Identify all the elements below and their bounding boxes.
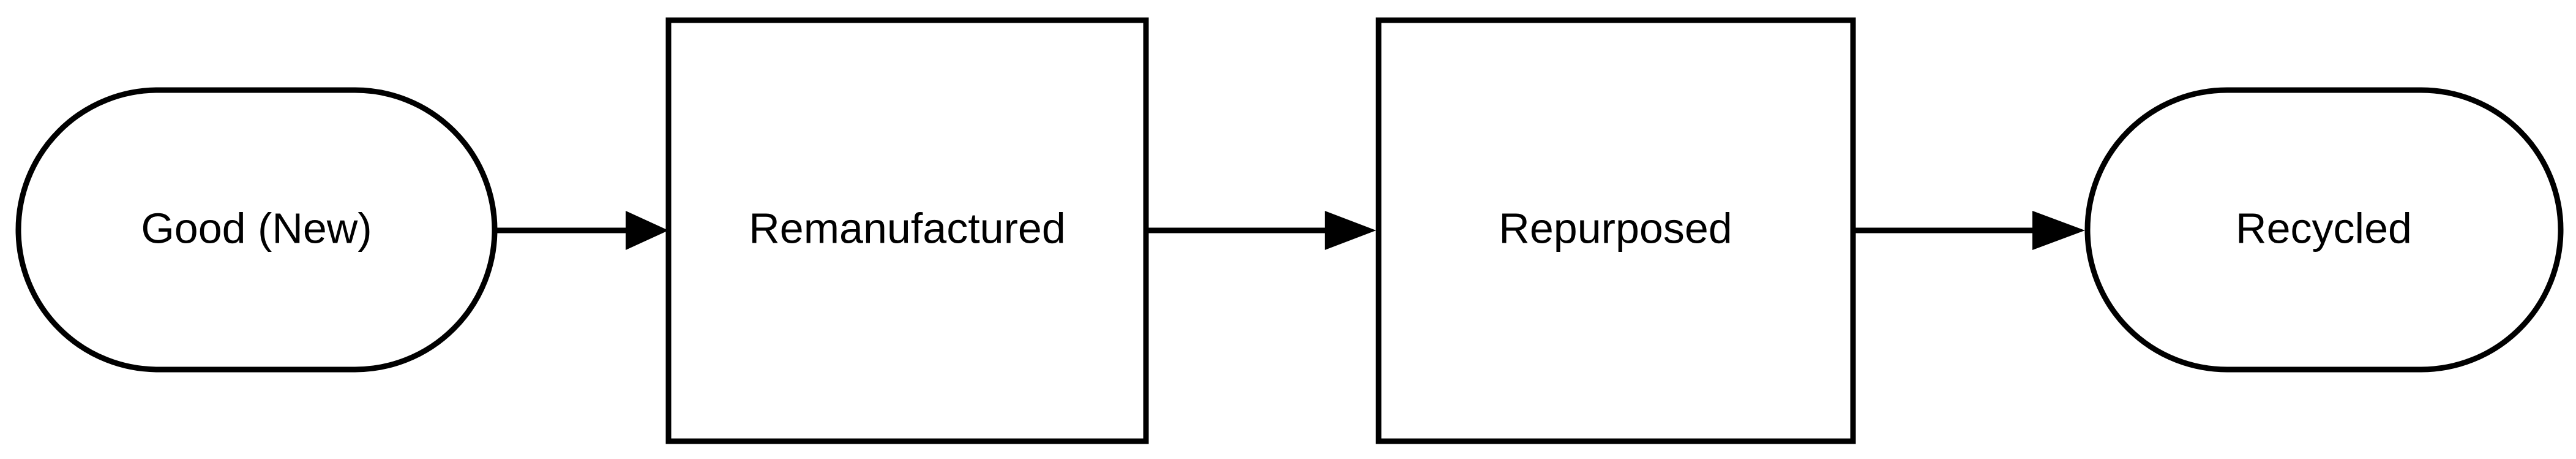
node-good-new-label: Good (New) bbox=[141, 204, 372, 252]
node-repurposed[interactable]: Repurposed bbox=[1376, 17, 1856, 444]
edge-remanufactured-to-repurposed bbox=[1146, 211, 1376, 250]
node-recycled-shape[interactable] bbox=[2084, 87, 2564, 373]
edge-repurposed-to-recycled bbox=[1853, 211, 2085, 250]
node-repurposed-label: Repurposed bbox=[1499, 204, 1732, 252]
arrowhead-icon-3 bbox=[2032, 211, 2085, 250]
node-remanufactured-label: Remanufactured bbox=[749, 204, 1066, 252]
arrowhead-icon-2 bbox=[1325, 211, 1376, 250]
node-remanufactured[interactable]: Remanufactured bbox=[665, 17, 1149, 444]
node-good-new-shape[interactable] bbox=[15, 87, 498, 373]
node-recycled-label: Recycled bbox=[2236, 204, 2412, 252]
node-remanufactured-shape[interactable] bbox=[665, 17, 1149, 444]
edge-good-to-remanufactured bbox=[495, 211, 668, 250]
node-recycled[interactable]: Recycled bbox=[2084, 87, 2564, 373]
node-repurposed-shape[interactable] bbox=[1376, 17, 1856, 444]
arrowhead-icon-1 bbox=[626, 211, 668, 250]
node-good-new[interactable]: Good (New) bbox=[15, 87, 498, 373]
